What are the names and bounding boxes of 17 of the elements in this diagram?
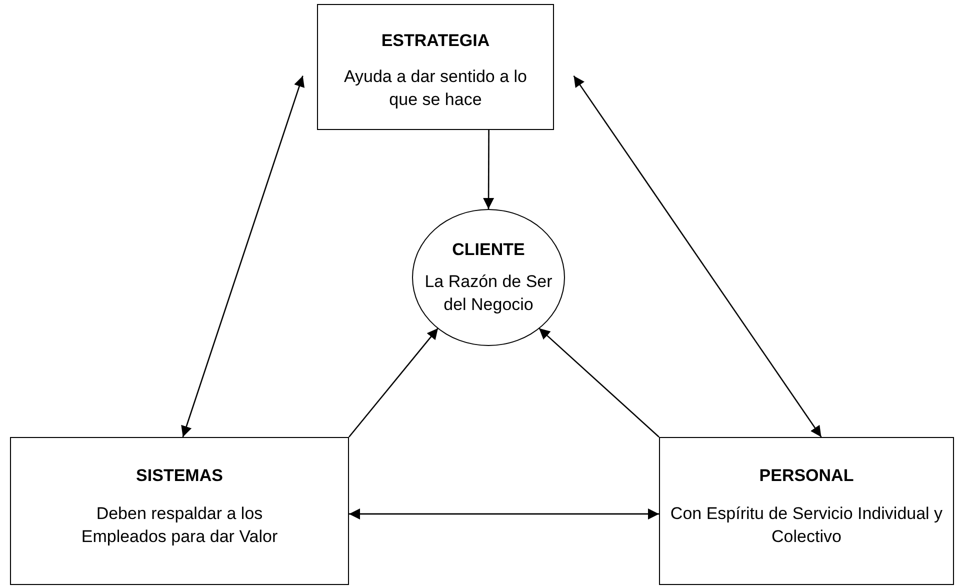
node-title: PERSONAL [759,466,854,486]
arrow [349,508,659,520]
node-description: Deben respaldar a los Empleados para dar Valor [80,503,279,548]
arrow [573,75,822,438]
node-description: Con Espíritu de Servicio Individual y Colectivo [669,503,944,548]
process-box [659,437,954,585]
node-title: CLIENTE [452,240,525,260]
node-title: ESTRATEGIA [381,31,490,51]
node-description: La Razón de Ser del Negocio [424,270,554,316]
node-description: Ayuda a dar sentido a lo que se hace [342,66,528,111]
arrow [348,328,439,438]
arrow [181,76,305,438]
arrow [538,328,660,438]
node-title: SISTEMAS [136,466,223,486]
process-box [317,4,554,130]
process-box [10,437,349,585]
arrow [483,130,494,209]
